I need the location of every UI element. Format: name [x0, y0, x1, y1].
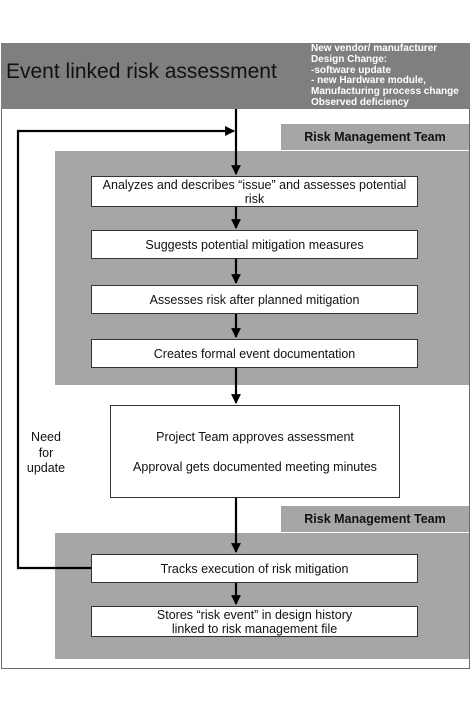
- step-assess-label: Assesses risk after planned mitigation: [149, 292, 360, 307]
- step-document-label: Creates formal event documentation: [153, 346, 356, 361]
- feedback-line: update: [26, 461, 66, 475]
- trigger-item: Manufacturing process change: [311, 86, 459, 98]
- step-suggest-label: Suggests potential mitigation measures: [145, 237, 364, 252]
- trigger-item: Design Change:: [311, 53, 388, 65]
- step-analyze-line2: risk: [244, 191, 265, 206]
- feedback-label: Need for update: [26, 430, 66, 477]
- header-bar: [1, 43, 470, 109]
- trigger-item: Observed deficiency: [311, 96, 409, 108]
- step-analyze-line1: Analyzes and describes “issue” and asses…: [102, 177, 407, 192]
- step-assess: Assesses risk after planned mitigation: [91, 285, 418, 314]
- step-approve-line1: Project Team approves assessment: [156, 430, 354, 444]
- step-suggest: Suggests potential mitigation measures: [91, 230, 418, 259]
- step-store-line2: linked to risk management file: [171, 621, 338, 636]
- step-store-line1: Stores “risk event” in design history: [156, 607, 353, 622]
- diagram-title: Event linked risk assessment: [6, 60, 277, 83]
- trigger-item: New vendor/ manufacturer: [311, 43, 438, 54]
- feedback-line: Need: [31, 430, 61, 444]
- feedback-loop-arrow: [16, 126, 235, 570]
- trigger-item: - new Hardware module,: [311, 75, 427, 87]
- step-track: Tracks execution of risk mitigation: [91, 554, 418, 583]
- team-label-bottom: Risk Management Team: [281, 506, 469, 532]
- step-track-label: Tracks execution of risk mitigation: [160, 561, 349, 576]
- team-label-top: Risk Management Team: [281, 124, 469, 150]
- step-approve: Project Team approves assessment Approva…: [110, 405, 400, 498]
- step-document: Creates formal event documentation: [91, 339, 418, 368]
- step-approve-line2: Approval gets documented meeting minutes: [133, 460, 377, 474]
- trigger-item: -software update: [311, 64, 392, 76]
- step-analyze: Analyzes and describes “issue” and asses…: [91, 176, 418, 207]
- trigger-list: New vendor/ manufacturer Design Change: …: [311, 43, 471, 109]
- feedback-line: for: [38, 445, 54, 460]
- step-store: Stores “risk event” in design history li…: [91, 606, 418, 637]
